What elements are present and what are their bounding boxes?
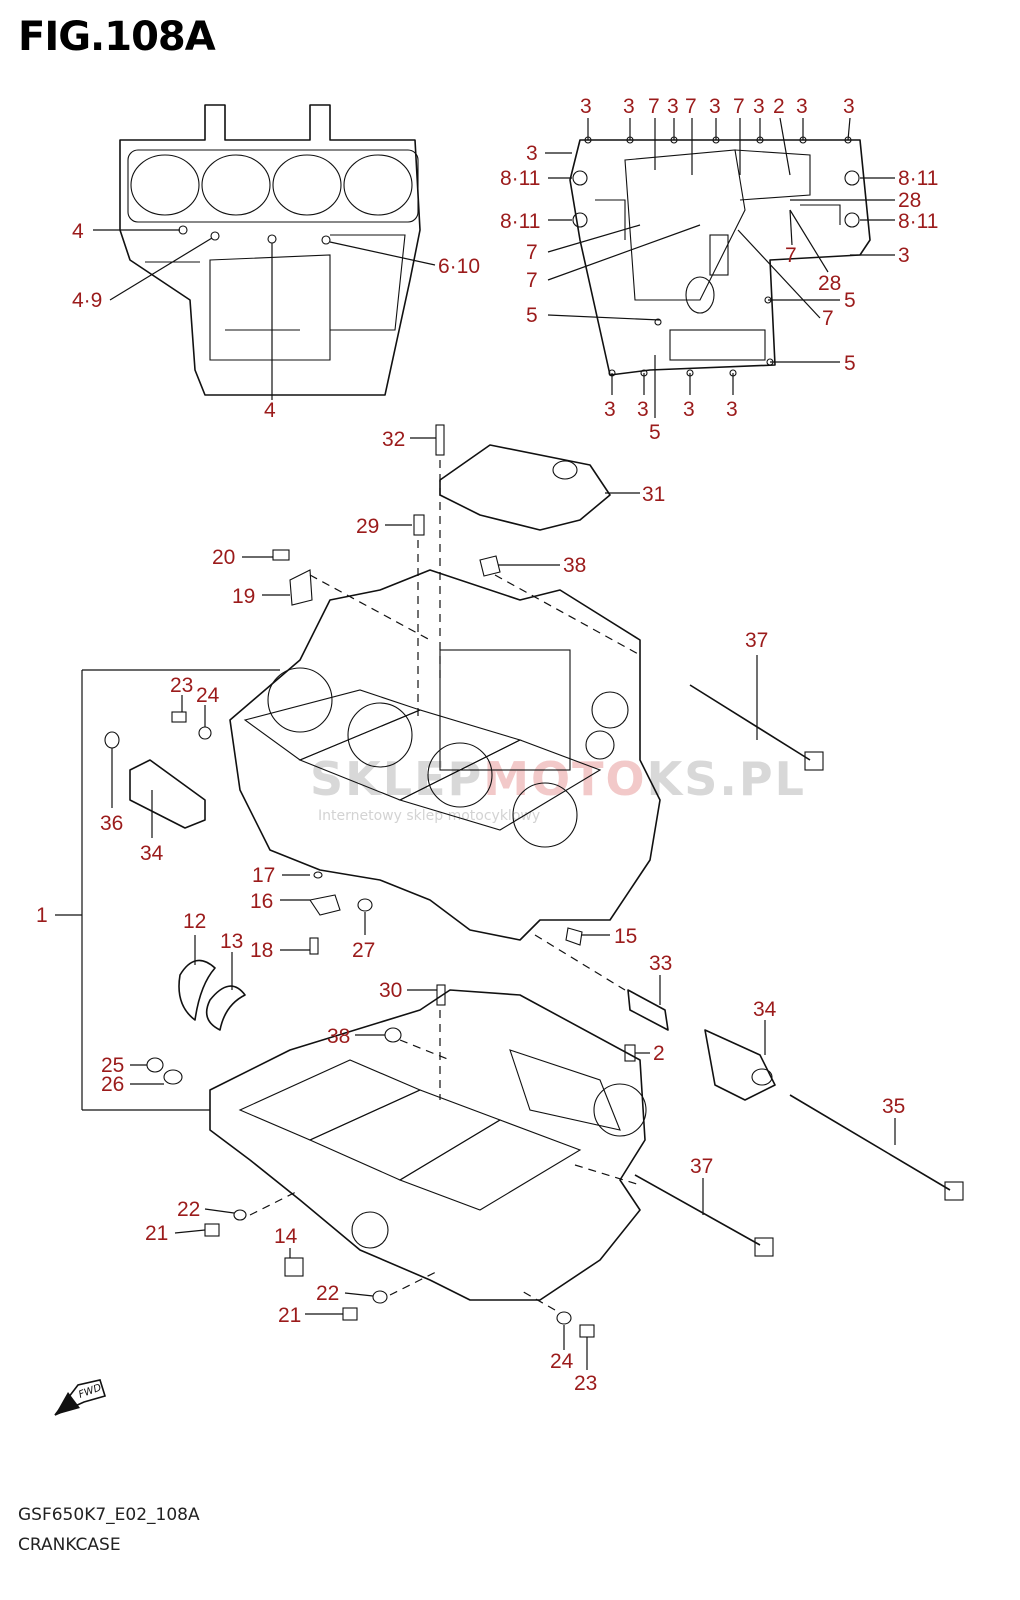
callout-28: 28 bbox=[818, 272, 841, 295]
figure-title: FIG.108A bbox=[18, 14, 216, 60]
callout-25: 25 bbox=[101, 1054, 124, 1077]
callout-4-bottom: 4 bbox=[264, 399, 276, 422]
callout-19: 19 bbox=[232, 585, 255, 608]
callout-8-11: 8·11 bbox=[500, 210, 540, 233]
footer-name: CRANKCASE bbox=[18, 1535, 121, 1555]
footer: GSF650K7_E02_108A CRANKCASE bbox=[18, 1500, 200, 1560]
main-dashed-lines bbox=[249, 460, 641, 1311]
watermark-main-c: KS.PL bbox=[647, 752, 806, 806]
callout-3: 3 bbox=[796, 95, 808, 118]
callout-29: 29 bbox=[356, 515, 379, 538]
callout-22: 22 bbox=[177, 1198, 200, 1221]
callout-4: 4 bbox=[72, 220, 84, 243]
callout-7: 7 bbox=[785, 244, 797, 267]
callout-32: 32 bbox=[382, 428, 405, 451]
callout-16: 16 bbox=[250, 890, 273, 913]
callout-22: 22 bbox=[316, 1282, 339, 1305]
callout-37: 37 bbox=[690, 1155, 713, 1178]
svg-text:SKLEPMOTOKS.PL: SKLEPMOTOKS.PL bbox=[310, 752, 806, 806]
callout-8-11: 8·11 bbox=[898, 210, 938, 233]
callout-3: 3 bbox=[843, 95, 855, 118]
callout-7: 7 bbox=[685, 95, 697, 118]
callout-37: 37 bbox=[745, 629, 768, 652]
callout-3: 3 bbox=[623, 95, 635, 118]
watermark-main-a: SKLEP bbox=[310, 752, 483, 806]
main-callouts: 32 31 29 20 38 19 37 23 24 36 34 17 1 16… bbox=[36, 428, 905, 1395]
callout-3: 3 bbox=[580, 95, 592, 118]
callout-7: 7 bbox=[733, 95, 745, 118]
watermark: SKLEPMOTOKS.PL Internetowy sklep motocyk… bbox=[310, 752, 806, 824]
lower-crankcase-bottom-view bbox=[569, 136, 871, 377]
lower-crankcase-exploded bbox=[209, 989, 647, 1301]
callout-34: 34 bbox=[140, 842, 164, 865]
fwd-arrow: FWD bbox=[54, 1379, 107, 1416]
callout-21: 21 bbox=[145, 1222, 168, 1245]
callout-34: 34 bbox=[753, 998, 777, 1021]
callout-18: 18 bbox=[250, 939, 273, 962]
callout-5: 5 bbox=[649, 421, 661, 444]
callout-17: 17 bbox=[252, 864, 275, 887]
callout-7: 7 bbox=[822, 307, 834, 330]
callout-5: 5 bbox=[844, 352, 856, 375]
upper-crankcase-exploded bbox=[229, 569, 661, 941]
watermark-sub: Internetowy sklep motocyklowy bbox=[318, 808, 540, 824]
callout-7: 7 bbox=[648, 95, 660, 118]
callout-3: 3 bbox=[526, 142, 538, 165]
callout-26: 26 bbox=[101, 1073, 124, 1096]
callout-35: 35 bbox=[882, 1095, 905, 1118]
callout-23: 23 bbox=[170, 674, 193, 697]
callout-27: 27 bbox=[352, 939, 375, 962]
callout-3: 3 bbox=[726, 398, 738, 421]
callout-23: 23 bbox=[574, 1372, 597, 1395]
callout-24: 24 bbox=[550, 1350, 574, 1373]
callout-4-9: 4·9 bbox=[72, 289, 102, 312]
callout-3: 3 bbox=[898, 244, 910, 267]
callout-33: 33 bbox=[649, 952, 672, 975]
breather-cover bbox=[439, 444, 611, 531]
callout-6-10: 6·10 bbox=[438, 255, 480, 278]
callout-1: 1 bbox=[36, 904, 48, 927]
callout-15: 15 bbox=[614, 925, 637, 948]
callout-36: 36 bbox=[100, 812, 123, 835]
callout-5: 5 bbox=[844, 289, 856, 312]
callout-5: 5 bbox=[526, 304, 538, 327]
callout-7: 7 bbox=[526, 269, 538, 292]
callout-2: 2 bbox=[773, 95, 785, 118]
callout-3: 3 bbox=[667, 95, 679, 118]
callout-21: 21 bbox=[278, 1304, 301, 1327]
upper-crankcase-top-view bbox=[119, 104, 421, 396]
main-leader-lines bbox=[55, 437, 896, 1370]
callout-2: 2 bbox=[653, 1042, 665, 1065]
callout-12: 12 bbox=[183, 910, 206, 933]
footer-code: GSF650K7_E02_108A bbox=[18, 1505, 200, 1525]
callout-8-11: 8·11 bbox=[500, 167, 540, 190]
callout-38: 38 bbox=[327, 1025, 350, 1048]
callout-38: 38 bbox=[563, 554, 586, 577]
callout-3: 3 bbox=[637, 398, 649, 421]
watermark-main-b: MOTO bbox=[483, 752, 646, 806]
callout-14: 14 bbox=[274, 1225, 298, 1248]
callout-3: 3 bbox=[604, 398, 616, 421]
callout-24: 24 bbox=[196, 684, 220, 707]
top-left-callouts: 4 4·9 4 6·10 bbox=[72, 220, 480, 422]
callout-3: 3 bbox=[709, 95, 721, 118]
callout-30: 30 bbox=[379, 979, 402, 1002]
crankcase-bolts bbox=[634, 684, 964, 1257]
callout-13: 13 bbox=[220, 930, 243, 953]
top-left-leader-lines bbox=[93, 229, 436, 400]
callout-8-11: 8·11 bbox=[898, 167, 938, 190]
callout-3: 3 bbox=[683, 398, 695, 421]
callout-3: 3 bbox=[753, 95, 765, 118]
top-right-leader-lines bbox=[545, 117, 895, 418]
callout-28: 28 bbox=[898, 189, 921, 212]
top-right-callouts: 3 3 7 3 7 3 7 3 2 3 3 3 8·11 8·11 7 7 5 … bbox=[500, 95, 938, 444]
callout-31: 31 bbox=[642, 483, 665, 506]
callout-20: 20 bbox=[212, 546, 235, 569]
callout-7: 7 bbox=[526, 241, 538, 264]
